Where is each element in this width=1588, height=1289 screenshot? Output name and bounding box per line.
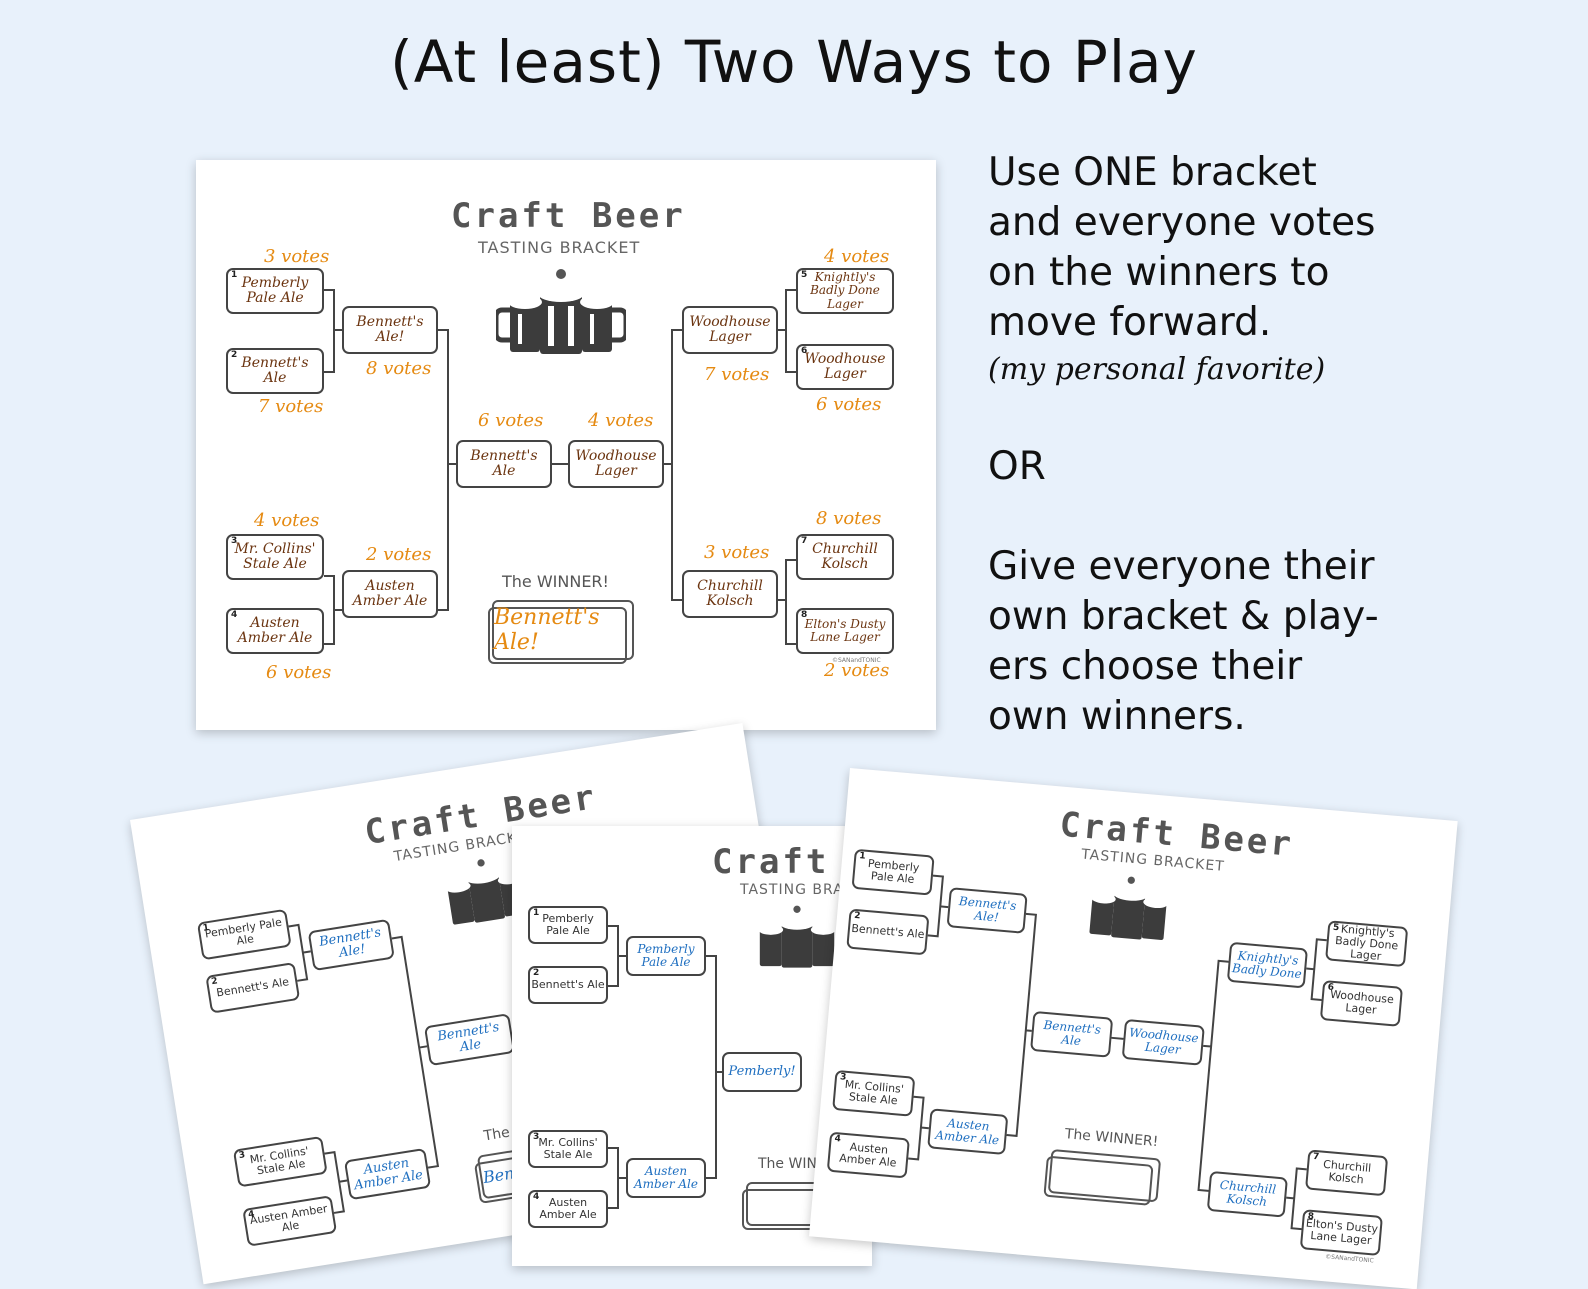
bracket-slot[interactable]: Pemberly!	[722, 1052, 802, 1092]
bracket-slot[interactable]: Bennett's Ale!	[946, 887, 1028, 934]
or-separator: OR	[988, 444, 1046, 489]
bracket-slot[interactable]: Austen Amber Ale	[342, 570, 438, 618]
instruction-line: on the winners to	[988, 250, 1330, 295]
winner-box[interactable]: Bennett's Ale!	[488, 600, 634, 664]
instruction-line: own bracket & play-	[988, 594, 1379, 639]
votes-label: 6 votes	[816, 394, 882, 415]
bracket-slot[interactable]: Churchill Kolsch	[1206, 1170, 1288, 1218]
beer-mugs-icon	[758, 905, 836, 968]
instruction-line: and everyone votes	[988, 200, 1376, 245]
beer-mugs-icon	[1089, 876, 1169, 940]
votes-label: 2 votes	[366, 544, 432, 565]
bracket-slot[interactable]: Knightly's Badly Done	[1226, 941, 1309, 989]
instruction-line: ers choose their	[988, 644, 1303, 689]
votes-label: 4 votes	[254, 510, 320, 531]
instruction-line: Use ONE bracket	[988, 150, 1317, 195]
bracket-lines	[324, 289, 796, 645]
votes-label: 2 votes	[824, 660, 890, 681]
votes-label: 3 votes	[264, 246, 330, 267]
instruction-line: own winners.	[988, 694, 1246, 739]
sheet-title: Craft Beer	[451, 196, 686, 236]
instruction-line: move forward.	[988, 300, 1272, 345]
votes-label: 6 votes	[266, 662, 332, 683]
bracket-lines	[608, 925, 722, 1209]
bracket-slot[interactable]: Austen Amber Ale	[626, 1158, 706, 1198]
bracket-slot[interactable]: Austen Amber Ale	[927, 1108, 1009, 1155]
bracket-slot[interactable]: Bennett's Ale	[1030, 1010, 1114, 1058]
votes-label: 6 votes	[478, 410, 544, 431]
bracket-slot[interactable]: Pemberly Pale Ale	[626, 936, 706, 976]
votes-label: 7 votes	[258, 396, 324, 417]
votes-label: 8 votes	[366, 358, 432, 379]
sheet-subtitle: TASTING BRACKET	[478, 238, 641, 257]
winner-label: The WINNER!	[502, 572, 609, 591]
votes-label: 4 votes	[824, 246, 890, 267]
bracket-slot[interactable]: Woodhouse Lager	[682, 306, 778, 354]
bracket-slot[interactable]: Bennett's Ale!	[342, 306, 438, 354]
instructions: Use ONE bracket and everyone votes on th…	[988, 148, 1558, 742]
votes-label: 8 votes	[816, 508, 882, 529]
bracket-slot[interactable]: Woodhouse Lager	[568, 440, 664, 488]
copyright: ©SANandTONIC	[832, 657, 881, 664]
bracket-slot[interactable]: Churchill Kolsch	[682, 570, 778, 618]
bracket-lines	[288, 923, 440, 1214]
votes-label: 4 votes	[588, 410, 654, 431]
votes-label: 7 votes	[704, 364, 770, 385]
page-headline: (At least) Two Ways to Play	[390, 28, 1198, 96]
bracket-slot[interactable]: Woodhouse Lager	[1121, 1018, 1205, 1066]
votes-label: 3 votes	[704, 542, 770, 563]
bracket-slot[interactable]: Bennett's Ale	[456, 440, 552, 488]
favorite-note: (my personal favorite)	[988, 352, 1326, 387]
winner-box[interactable]	[1047, 1149, 1162, 1203]
beer-mugs-icon	[496, 269, 626, 354]
instruction-line: Give everyone their	[988, 544, 1375, 589]
